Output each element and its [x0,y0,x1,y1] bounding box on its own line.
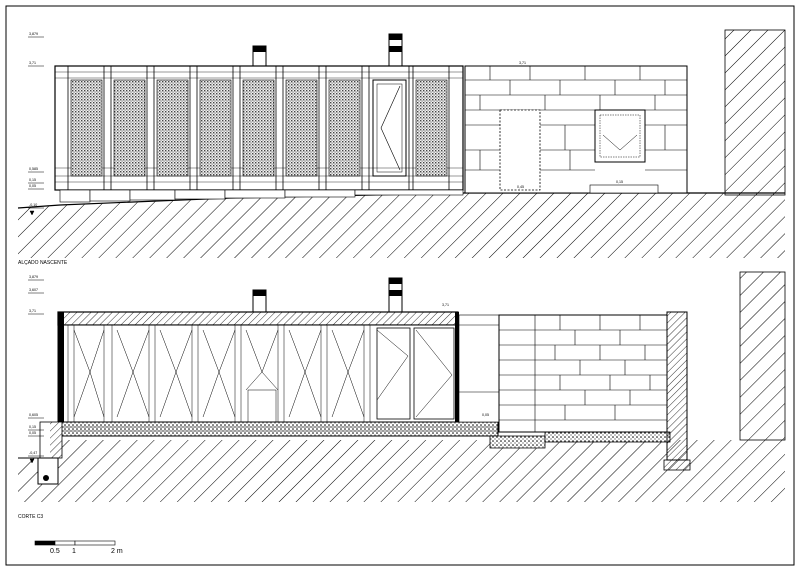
section-chimney-right [388,277,403,313]
section-stone-floor [544,431,671,443]
screen-panel [199,79,232,177]
section-step [489,435,546,449]
section-left-wall [58,312,64,422]
section-stone-wall [458,314,668,433]
section-spot-level: 0,05 [482,413,489,417]
east-elevation: 3,879 3,71 0,585 0,15 0,05 -0,10 3,71 0,… [17,29,786,266]
screen-panel [242,79,275,177]
section-spot-level: 3,71 [442,303,449,307]
screen-panel [328,79,361,177]
elevation-level-markers [28,36,44,216]
elevation-ground-hatch [18,193,785,258]
elevation-title: ALÇADO NASCENTE [18,260,68,266]
section-floor-slab [57,421,499,437]
elevation-spot-level: 0,45 [517,185,524,189]
screen-panel [415,79,448,177]
section-level-label: 3,71 [29,309,36,313]
elevation-level-label: 3,71 [29,61,36,65]
section-chimney-left [252,289,267,313]
section-c3: 3,879 3,607 3,71 0,605 0,15 0,05 -0,47 3… [18,271,786,520]
elevation-chimney-right [388,33,403,67]
screen-panel [113,79,146,177]
section-end-footing [663,459,691,471]
scale-label: 2 m [111,548,123,555]
scale-label: 1 [72,548,76,555]
elevation-level-label: 0,585 [29,167,38,171]
elevation-stone-window [594,109,646,163]
section-end-wall [666,311,688,461]
section-title: CORTE C3 [18,514,43,520]
elevation-step [589,184,659,194]
screen-panel [285,79,318,177]
elevation-stone-wall [464,65,688,194]
section-braced-bays [67,325,371,423]
elevation-stone-door [499,109,541,191]
section-level-label: -0,47 [29,451,37,455]
scale-label: 0.5 [50,548,60,555]
elevation-level-label: 3,879 [29,32,38,36]
section-doors [376,327,455,420]
sheet-border [5,5,795,566]
section-right-wall [455,312,459,422]
section-drain [37,457,59,485]
section-level-label: 3,879 [29,275,38,279]
scale-bar: 0.5 1 2 m [34,540,123,555]
section-level-label: 0,15 [29,425,36,429]
elevation-posts [67,66,450,190]
elevation-plinth [59,189,464,203]
section-level-label: 3,607 [29,288,38,292]
elevation-level-label: 0,05 [29,184,36,188]
section-retaining-wall [739,271,786,441]
section-level-label: 0,605 [29,413,38,417]
section-roof-slab [57,311,459,326]
elevation-level-label: -0,10 [29,203,37,207]
elevation-spot-level: 3,71 [519,61,526,65]
section-ground-hatch [18,440,785,502]
section-level-label: 0,05 [29,431,36,435]
screen-panel [70,79,103,177]
elevation-door [372,79,407,177]
elevation-retaining-wall [724,29,786,196]
screen-panel [156,79,189,177]
elevation-level-label: 0,15 [29,178,36,182]
section-level-markers [28,279,44,464]
elevation-screen-panels [70,79,448,177]
elevation-spot-level: 0,15 [616,180,623,184]
elevation-chimney-left [252,45,267,67]
